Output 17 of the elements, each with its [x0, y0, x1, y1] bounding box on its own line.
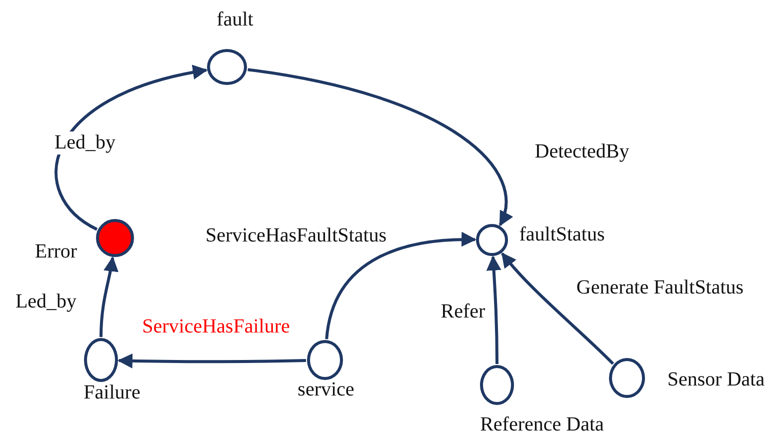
node-label: service: [298, 378, 354, 402]
arrow: [118, 353, 306, 368]
node-label: Failure: [84, 382, 140, 404]
arrow: [100, 256, 118, 338]
node-label: faultStatus: [519, 224, 605, 246]
edge-label: Led_by: [13, 290, 79, 314]
edge-label: DetectedBy: [532, 140, 632, 164]
edge-label: Led_by: [52, 132, 118, 154]
node-label: Sensor Data: [667, 368, 765, 392]
arrow: [248, 68, 512, 226]
arrow: [501, 252, 614, 365]
arrow: [54, 65, 208, 231]
arrow: [486, 255, 502, 364]
node-label: fault: [216, 8, 254, 32]
node-label: Error: [34, 240, 78, 264]
node-label: Reference Data: [480, 414, 604, 436]
arrow: [325, 232, 476, 340]
